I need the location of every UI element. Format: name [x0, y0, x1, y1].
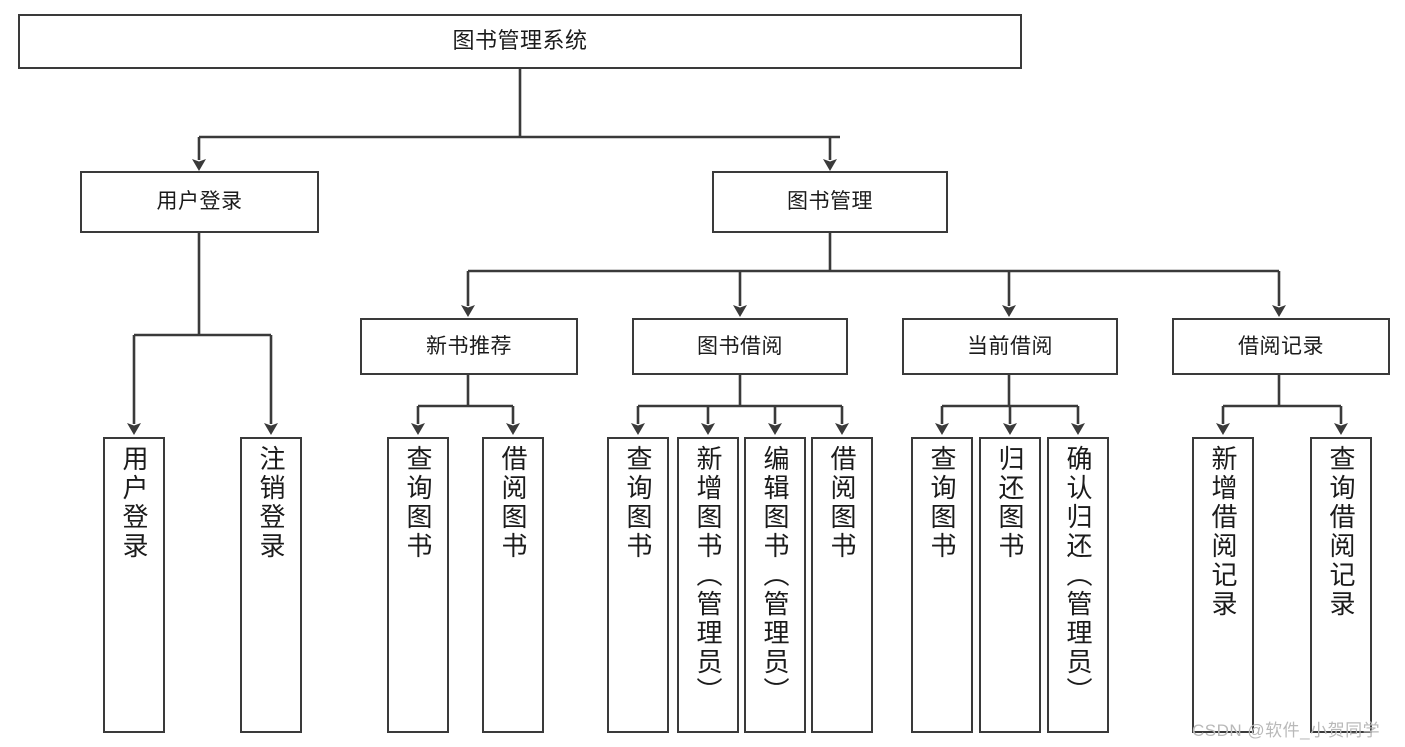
- node-leaf-query-book-3-label: 查询图书: [927, 445, 957, 561]
- node-leaf-query-record-label: 查询借阅记录: [1326, 445, 1356, 619]
- node-leaf-confirm-return-label: 确认归还（管理员）: [1063, 445, 1093, 706]
- node-book-borrow[interactable]: 图书借阅: [632, 318, 848, 375]
- node-leaf-user-login-label: 用户登录: [119, 445, 149, 561]
- node-leaf-edit-book-label: 编辑图书（管理员）: [760, 445, 790, 706]
- node-leaf-edit-book[interactable]: 编辑图书（管理员）: [744, 437, 806, 733]
- node-leaf-add-book-label: 新增图书（管理员）: [693, 445, 723, 706]
- node-book-manage[interactable]: 图书管理: [712, 171, 948, 233]
- node-user-login-label: 用户登录: [156, 190, 243, 214]
- node-leaf-query-book-1[interactable]: 查询图书: [387, 437, 449, 733]
- node-borrow-record[interactable]: 借阅记录: [1172, 318, 1390, 375]
- node-leaf-return-book[interactable]: 归还图书: [979, 437, 1041, 733]
- node-leaf-add-record[interactable]: 新增借阅记录: [1192, 437, 1254, 733]
- node-new-book-rec-label: 新书推荐: [426, 334, 512, 358]
- node-leaf-user-login[interactable]: 用户登录: [103, 437, 165, 733]
- node-leaf-borrow-book-2-label: 借阅图书: [827, 445, 857, 561]
- node-root[interactable]: 图书管理系统: [18, 14, 1022, 69]
- node-leaf-borrow-book-1[interactable]: 借阅图书: [482, 437, 544, 733]
- node-book-borrow-label: 图书借阅: [697, 334, 783, 358]
- node-user-login[interactable]: 用户登录: [80, 171, 319, 233]
- node-leaf-query-book-1-label: 查询图书: [403, 445, 433, 561]
- node-leaf-borrow-book-1-label: 借阅图书: [498, 445, 528, 561]
- node-root-label: 图书管理系统: [452, 28, 588, 54]
- node-leaf-user-logout[interactable]: 注销登录: [240, 437, 302, 733]
- node-leaf-confirm-return[interactable]: 确认归还（管理员）: [1047, 437, 1109, 733]
- node-leaf-add-book[interactable]: 新增图书（管理员）: [677, 437, 739, 733]
- node-new-book-rec[interactable]: 新书推荐: [360, 318, 578, 375]
- node-leaf-query-record[interactable]: 查询借阅记录: [1310, 437, 1372, 733]
- node-leaf-add-record-label: 新增借阅记录: [1208, 445, 1238, 619]
- node-leaf-query-book-2[interactable]: 查询图书: [607, 437, 669, 733]
- node-leaf-return-book-label: 归还图书: [995, 445, 1025, 561]
- node-current-borrow[interactable]: 当前借阅: [902, 318, 1118, 375]
- node-leaf-user-logout-label: 注销登录: [256, 445, 286, 561]
- node-leaf-borrow-book-2[interactable]: 借阅图书: [811, 437, 873, 733]
- node-book-manage-label: 图书管理: [787, 190, 873, 214]
- node-current-borrow-label: 当前借阅: [967, 334, 1053, 358]
- watermark-text: CSDN @软件_小贺同学: [1192, 721, 1381, 740]
- node-leaf-query-book-2-label: 查询图书: [623, 445, 653, 561]
- node-leaf-query-book-3[interactable]: 查询图书: [911, 437, 973, 733]
- node-borrow-record-label: 借阅记录: [1238, 334, 1324, 358]
